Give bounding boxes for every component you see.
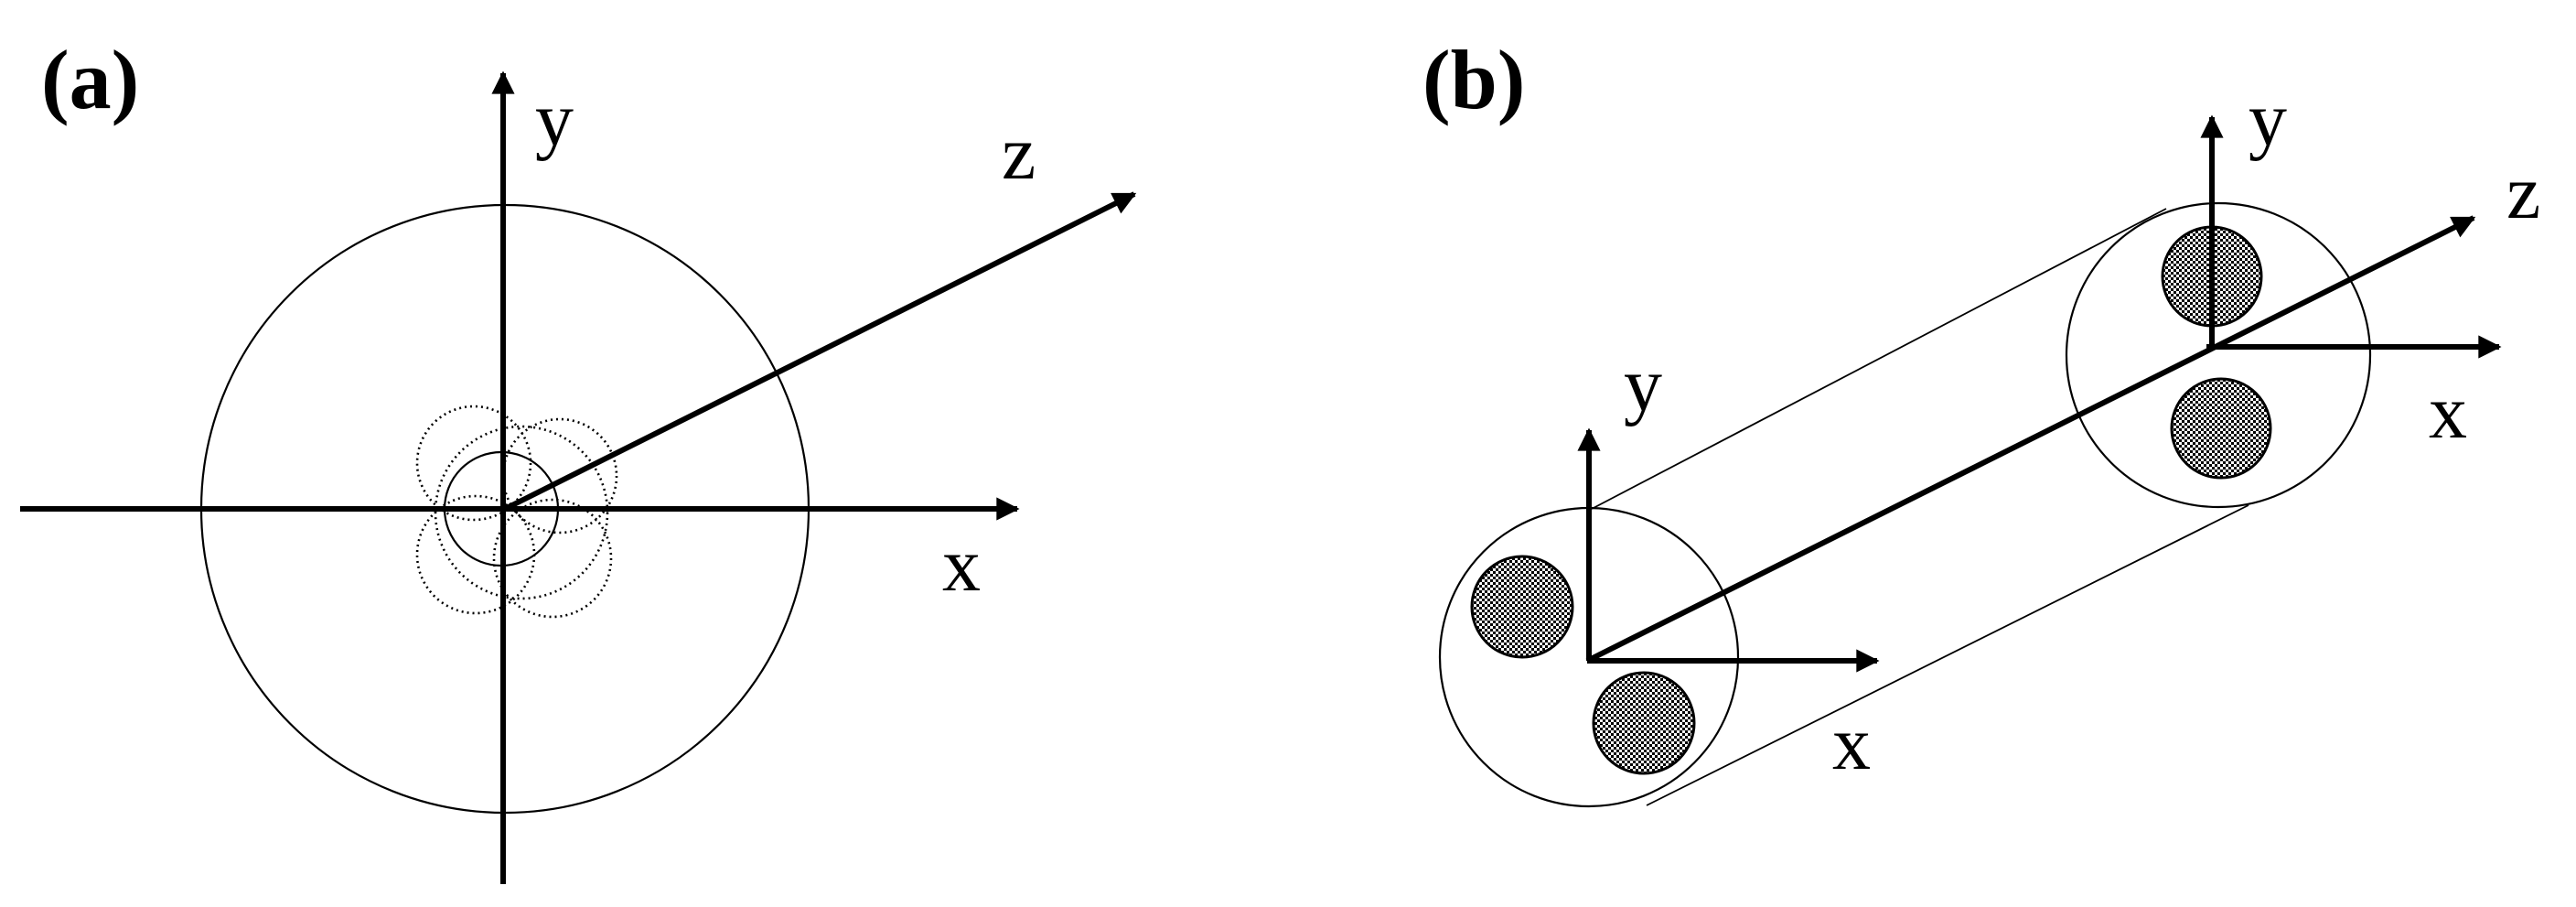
panel-b: (b) x y x y z <box>1422 33 2540 808</box>
panel-b-near-rod-upper <box>1470 555 1574 659</box>
panel-b-far-x-label: x <box>2429 370 2467 455</box>
panel-b-label: (b) <box>1422 33 1525 126</box>
panel-a-y-label: y <box>535 77 574 162</box>
panel-b-cylinder-bottom-edge <box>1646 504 2249 806</box>
panel-b-near-y-label: y <box>1624 342 1662 427</box>
panel-b-far-y-label: y <box>2249 77 2287 162</box>
panel-a-x-label: x <box>942 523 981 608</box>
panel-b-near-x-label: x <box>1832 701 1871 786</box>
panel-a-z-label: z <box>1002 111 1036 196</box>
panel-b-near-rod-lower <box>1592 671 1696 775</box>
panel-b-far-end-circle <box>2065 201 2372 509</box>
panel-b-far-rod-lower <box>2170 377 2272 480</box>
panel-b-far-z-label: z <box>2506 150 2540 235</box>
panel-a-z-axis <box>503 191 1137 512</box>
panel-a-label: (a) <box>41 33 139 126</box>
panel-b-cylinder-top-edge <box>1591 208 2167 510</box>
panel-a: (a) x y z <box>20 33 1137 884</box>
panel-b-z-axis <box>1585 215 2476 664</box>
